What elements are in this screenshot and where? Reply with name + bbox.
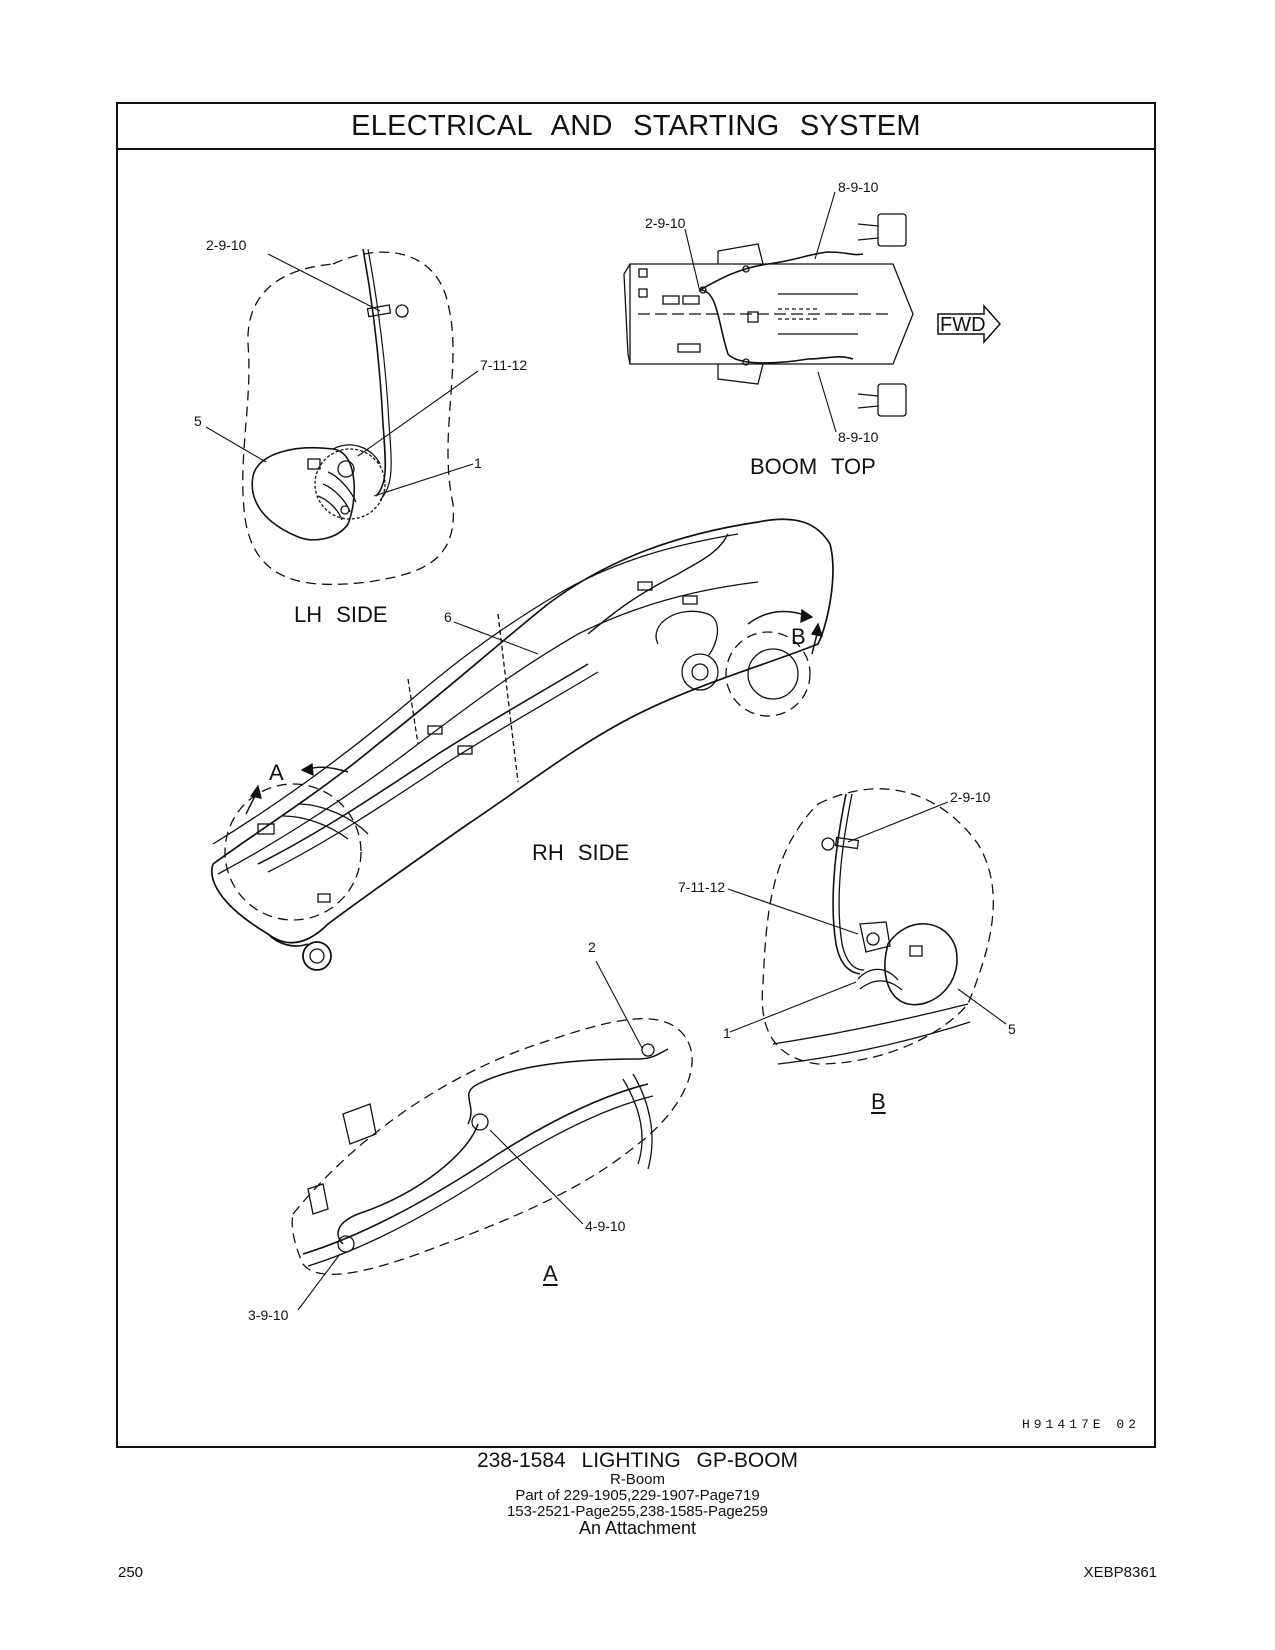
caption-line: 153-2521-Page255,238-1585-Page259 (506, 1502, 769, 1520)
callout-4-9-10: 4-9-10 (585, 1218, 626, 1234)
leader-lines (205, 191, 1007, 1311)
boom-top-detail (623, 213, 1002, 417)
figure-caption: 238-1584 LIGHTING GP-BOOM R-Boom Part of… (0, 1449, 1275, 1539)
drawing-frame: ELECTRICAL AND STARTING SYSTEM (116, 102, 1156, 1448)
callout-2-9-10: 2-9-10 (206, 237, 247, 253)
caption-line: R-Boom (609, 1471, 665, 1489)
view-label-boom-top: BOOM TOP (750, 454, 876, 479)
detail-a (291, 1018, 693, 1275)
callout-8-9-10: 8-9-10 (838, 429, 879, 445)
caption-line: Part of 229-1905,229-1907-Page719 (515, 1486, 760, 1504)
callout-2: 2 (588, 939, 596, 955)
callout-7-11-12: 7-11-12 (480, 357, 528, 373)
detail-title-a: A (543, 1261, 558, 1286)
callout-7-11-12: 7-11-12 (678, 879, 726, 895)
lh-side-detail (242, 248, 455, 586)
detail-title-b: B (871, 1089, 886, 1114)
boom-body (211, 518, 834, 971)
callout-5: 5 (1008, 1021, 1016, 1037)
line-drawing (205, 191, 1007, 1311)
callout-5: 5 (194, 413, 202, 429)
callout-2-9-10: 2-9-10 (950, 789, 991, 805)
caption-line: An Attachment (578, 1518, 697, 1539)
view-label-rh-side: RH SIDE (532, 840, 630, 865)
callout-3-9-10: 3-9-10 (248, 1307, 289, 1323)
detail-marker-b: B (791, 624, 806, 649)
page-title: ELECTRICAL AND STARTING SYSTEM (118, 104, 1154, 150)
detail-marker-a: A (269, 760, 284, 785)
callout-8-9-10: 8-9-10 (838, 179, 879, 195)
caption-title: 238-1584 LIGHTING GP-BOOM (476, 1449, 799, 1472)
callout-2-9-10: 2-9-10 (645, 215, 686, 231)
document-code: XEBP8361 (1083, 1564, 1157, 1581)
page-number: 250 (118, 1564, 144, 1581)
detail-b (761, 788, 994, 1065)
callout-1: 1 (723, 1025, 731, 1041)
view-label-lh-side: LH SIDE (294, 602, 388, 627)
drawing-id: H91417E 02 (1021, 1417, 1140, 1432)
callout-1: 1 (474, 455, 482, 471)
fwd-arrow-label: FWD (940, 314, 986, 336)
callout-6: 6 (444, 609, 452, 625)
